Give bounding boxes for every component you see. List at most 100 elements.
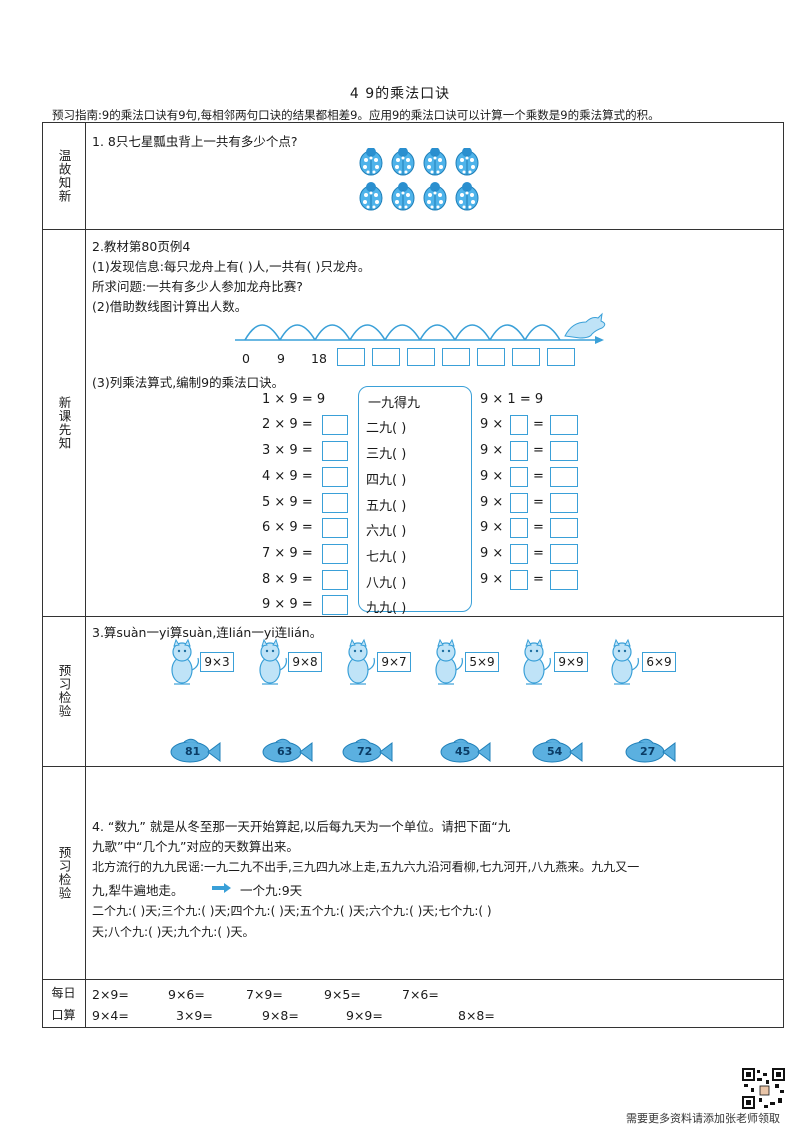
- factor-blank[interactable]: [510, 518, 528, 538]
- equation-right: 9 ×: [480, 520, 504, 535]
- product-blank[interactable]: [550, 415, 578, 435]
- fish-number[interactable]: 72: [357, 745, 373, 758]
- factor-blank[interactable]: [510, 467, 528, 487]
- q4-line1: 4. “数九” 就是从冬至那一天开始算起,以后每九天为一个单位。请把下面“九: [92, 819, 511, 834]
- factor-blank[interactable]: [510, 415, 528, 435]
- equals-sign: =: [533, 443, 544, 458]
- product-blank[interactable]: [322, 441, 348, 461]
- number-line-blank[interactable]: [337, 348, 365, 366]
- product-blank[interactable]: [322, 595, 348, 615]
- q4-blanks-line1[interactable]: 二个九:( )天;三个九:( )天;四个九:( )天;五个九:( )天;六个九:…: [92, 904, 492, 918]
- q2-info: (1)发现信息:每只龙舟上有( )人,一共有( )只龙舟。: [92, 259, 371, 274]
- mnemonic: 九九( ): [366, 601, 407, 616]
- product-blank[interactable]: [550, 544, 578, 564]
- cat-icon: [171, 639, 199, 685]
- expression-card[interactable]: 9×7: [377, 652, 411, 672]
- mnemonic: 一九得九: [368, 396, 421, 411]
- q1-text: 1. 8只七星瓢虫背上一共有多少个点?: [92, 134, 298, 149]
- number-line-blank[interactable]: [407, 348, 435, 366]
- daily-item: 9×8=: [262, 1008, 299, 1023]
- equation-left: 7 × 9 =: [262, 546, 313, 561]
- daily-item: 2×9=: [92, 987, 129, 1002]
- fish-number[interactable]: 27: [640, 745, 656, 758]
- q2-question: 所求问题:一共有多少人参加龙舟比赛?: [92, 279, 303, 294]
- expression-card[interactable]: 9×3: [200, 652, 234, 672]
- number-line-blank[interactable]: [512, 348, 540, 366]
- ladybug-icon: [359, 181, 383, 211]
- mnemonic: 五九( ): [366, 499, 407, 514]
- equals-sign: =: [533, 572, 544, 587]
- number-line-blank[interactable]: [442, 348, 470, 366]
- equation-right: 9 ×: [480, 443, 504, 458]
- q2-step2: (2)借助数线图计算出人数。: [92, 299, 248, 314]
- product-blank[interactable]: [550, 493, 578, 513]
- expression-card[interactable]: 9×9: [554, 652, 588, 672]
- product-blank[interactable]: [550, 518, 578, 538]
- fish-number[interactable]: 63: [277, 745, 293, 758]
- section-label-review: 温故知新: [56, 148, 72, 203]
- product-blank[interactable]: [322, 544, 348, 564]
- q4-rhyme-end: 九,犁牛遍地走。: [92, 883, 184, 898]
- product-blank[interactable]: [322, 518, 348, 538]
- equals-sign: =: [533, 495, 544, 510]
- equation-left: 4 × 9 =: [262, 469, 313, 484]
- q4-rhyme: 北方流行的九九民谣:一九二九不出手,三九四九冰上走,五九六九沿河看柳,七九河开,…: [92, 860, 640, 874]
- number-line-label-0: 0: [242, 351, 250, 366]
- factor-blank[interactable]: [510, 544, 528, 564]
- section-label-daily: 每日口算: [51, 985, 76, 1022]
- mnemonic: 三九( ): [366, 447, 407, 462]
- daily-item: 9×4=: [92, 1008, 129, 1023]
- qr-code-icon: [742, 1068, 786, 1110]
- number-line: [235, 312, 606, 344]
- expression-card[interactable]: 6×9: [642, 652, 676, 672]
- q4-blanks-line2[interactable]: 天;八个九:( )天;九个九:( )天。: [92, 925, 255, 939]
- product-blank[interactable]: [550, 441, 578, 461]
- expression-card[interactable]: 5×9: [465, 652, 499, 672]
- factor-blank[interactable]: [510, 570, 528, 590]
- product-blank[interactable]: [322, 493, 348, 513]
- equation-right: 9 ×: [480, 495, 504, 510]
- factor-blank[interactable]: [510, 441, 528, 461]
- mnemonic: 四九( ): [366, 473, 407, 488]
- mnemonic: 七九( ): [366, 550, 407, 565]
- cat-icon: [259, 639, 287, 685]
- equation-right: 9 ×: [480, 469, 504, 484]
- daily-item: 7×9=: [246, 987, 283, 1002]
- number-line-blank[interactable]: [547, 348, 575, 366]
- product-blank[interactable]: [322, 415, 348, 435]
- number-line-blank[interactable]: [372, 348, 400, 366]
- equals-sign: =: [533, 417, 544, 432]
- product-blank[interactable]: [322, 570, 348, 590]
- cat-icon: [523, 639, 552, 685]
- factor-blank[interactable]: [510, 493, 528, 513]
- equals-sign: =: [533, 469, 544, 484]
- section-label-check2: 预习检验: [56, 845, 72, 900]
- equation-left: 8 × 9 =: [262, 572, 313, 587]
- row-divider: [42, 766, 784, 767]
- mnemonic: 二九( ): [366, 421, 407, 436]
- row-divider: [42, 616, 784, 617]
- number-line-blank[interactable]: [477, 348, 505, 366]
- q2-heading: 2.教材第80页例4: [92, 239, 191, 254]
- daily-item: 9×6=: [168, 987, 205, 1002]
- q4-example: 一个九:9天: [240, 883, 303, 898]
- fish-number[interactable]: 81: [185, 745, 201, 758]
- fish-number[interactable]: 45: [455, 745, 471, 758]
- daily-item: 7×6=: [402, 987, 439, 1002]
- equation-left: 3 × 9 =: [262, 443, 313, 458]
- q2-step3: (3)列乘法算式,编制9的乘法口诀。: [92, 375, 285, 390]
- row-divider: [42, 979, 784, 980]
- ladybug-icon: [423, 181, 447, 211]
- ladybug-icon: [391, 148, 415, 176]
- ladybug-group: [359, 148, 479, 211]
- footer-note: 需要更多资料请添加张老师领取: [626, 1112, 780, 1125]
- number-line-label-9: 9: [277, 351, 285, 366]
- expression-card[interactable]: 9×8: [288, 652, 322, 672]
- ladybug-icon: [391, 181, 415, 211]
- product-blank[interactable]: [322, 467, 348, 487]
- fish-number[interactable]: 54: [547, 745, 563, 758]
- worksheet-frame: [42, 122, 784, 1028]
- product-blank[interactable]: [550, 570, 578, 590]
- product-blank[interactable]: [550, 467, 578, 487]
- kangaroo-icon: [564, 312, 606, 339]
